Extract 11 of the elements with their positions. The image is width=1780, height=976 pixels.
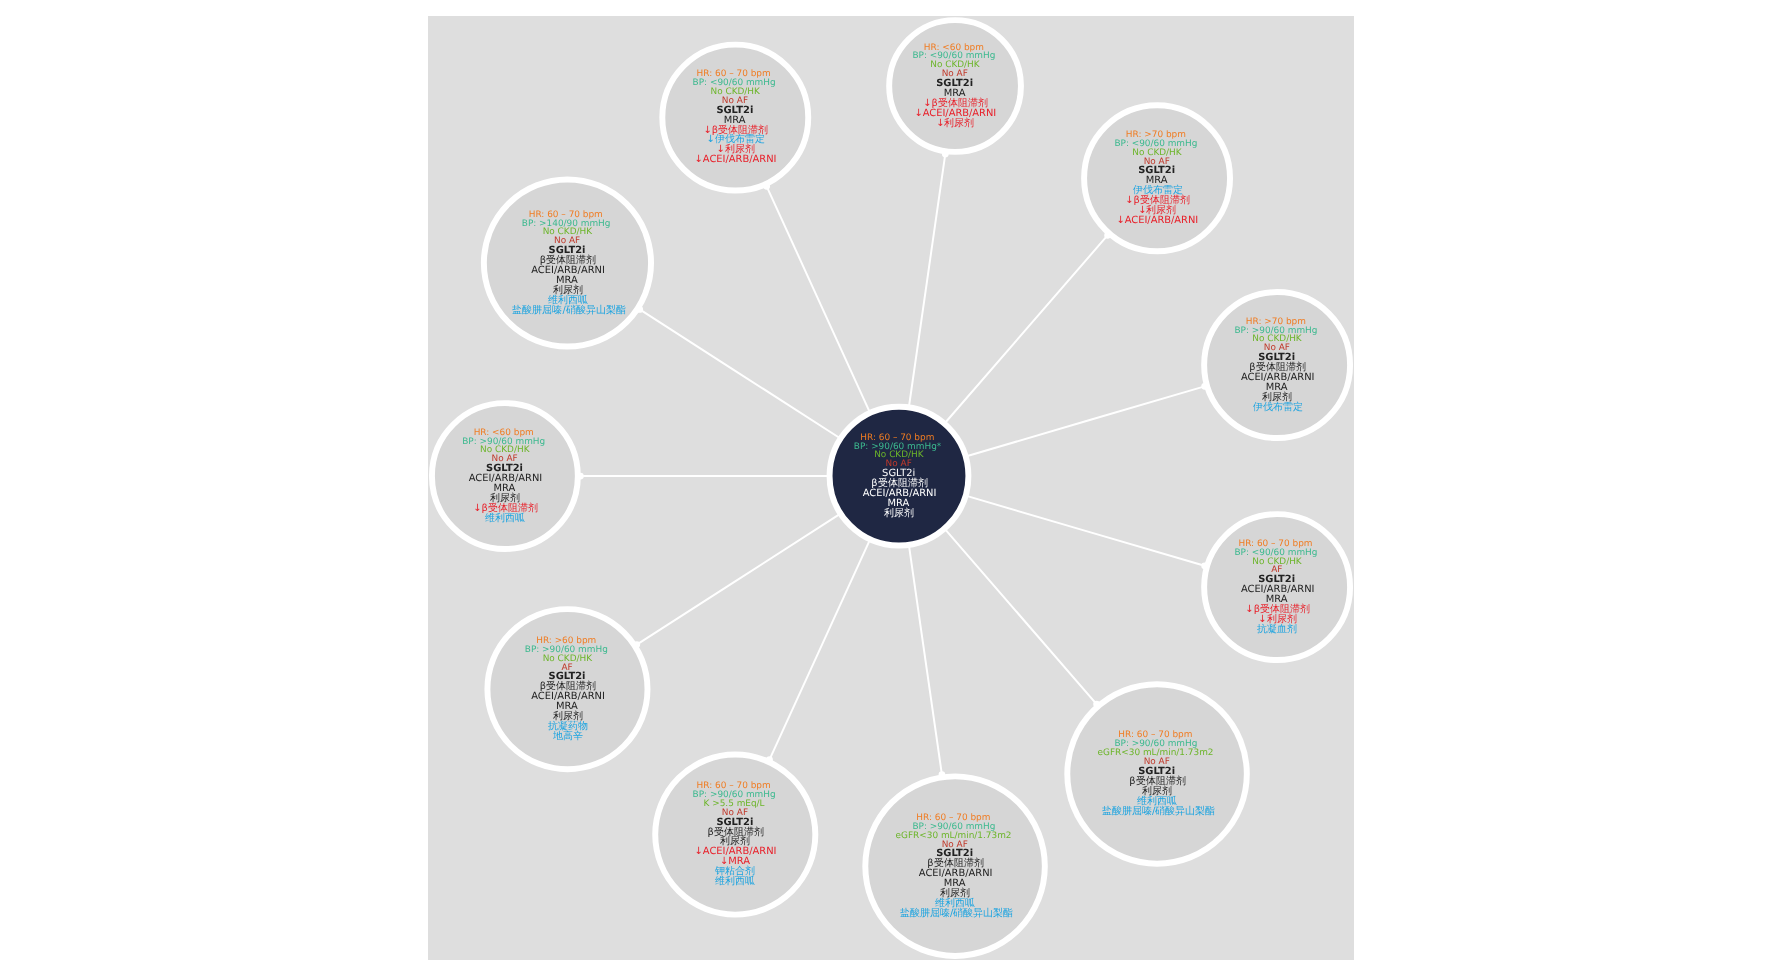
connector bbox=[942, 232, 1110, 425]
connector bbox=[765, 538, 871, 763]
connector bbox=[963, 382, 1207, 458]
connector bbox=[762, 182, 871, 414]
connector bbox=[963, 494, 1207, 570]
connector bbox=[635, 306, 841, 440]
connector bbox=[632, 512, 841, 648]
connector bbox=[942, 527, 1099, 708]
connector bbox=[906, 543, 945, 779]
connector bbox=[906, 150, 948, 409]
connector bbox=[576, 472, 830, 480]
